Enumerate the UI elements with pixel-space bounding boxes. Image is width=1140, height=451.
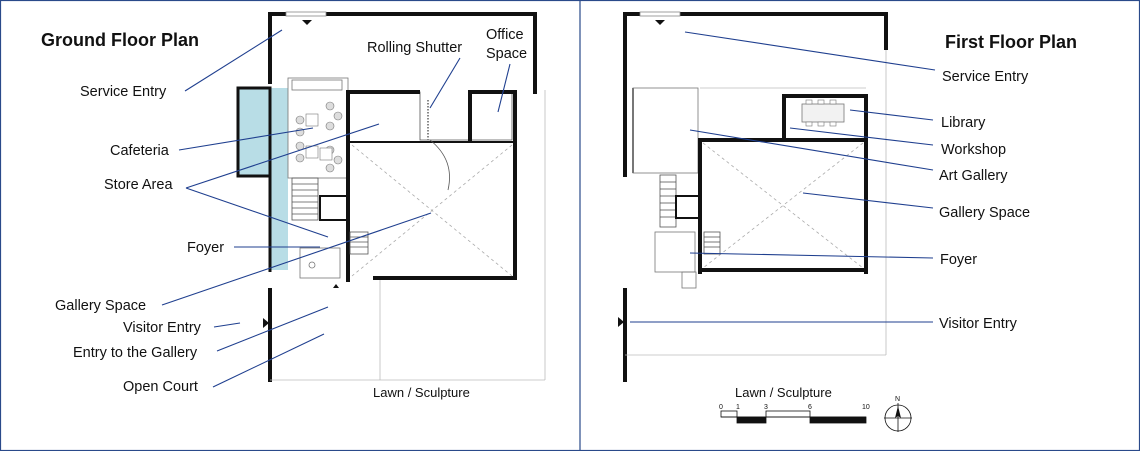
ff-service-entry-arrow-icon (655, 20, 665, 25)
ff-library-table (801, 103, 845, 123)
gf-visitor-entry-arrow-icon (263, 318, 269, 328)
ff-label-lawn: Lawn / Sculpture (735, 385, 832, 400)
ff-label-art-gallery: Art Gallery (939, 168, 1008, 184)
gf-restroom (299, 247, 341, 279)
gf-title: Ground Floor Plan (41, 30, 199, 50)
scale-seg-3 (809, 416, 867, 424)
gf-leader-store-area-b (185, 187, 329, 238)
gf-label-open-court: Open Court (123, 379, 198, 395)
gf-label-visitor-entry: Visitor Entry (123, 320, 202, 336)
gf-label-entry-gallery: Entry to the Gallery (73, 345, 198, 361)
ff-leader-art-gallery (689, 129, 934, 171)
gf-label-office-1: Office (486, 27, 524, 43)
scale-bar: 0 1 3 6 10 (719, 404, 870, 424)
ff-landing (681, 271, 697, 289)
gf-leader-visitor-entry (213, 322, 241, 328)
gf-gallery-entry-arrow-icon (333, 284, 339, 288)
gf-foyer-box (319, 195, 349, 221)
scale-tick-4: 10 (862, 404, 870, 411)
ff-label-visitor-entry: Visitor Entry (939, 316, 1018, 332)
ff-art-gallery-room (632, 87, 699, 174)
gf-leader-entry-gallery (216, 306, 329, 352)
gf-tables (295, 101, 343, 173)
ground-floor-plan: Ground Floor Plan Service Entry Cafeteri… (41, 11, 546, 400)
ff-library-chairs (805, 99, 837, 127)
gf-service-entry-arrow-icon (302, 20, 312, 25)
ff-leader-gallery-space (802, 192, 934, 209)
ff-visitor-entry-arrow-icon (618, 317, 624, 327)
gf-service-door (285, 11, 327, 17)
ff-title: First Floor Plan (945, 32, 1077, 52)
scale-tick-1: 1 (736, 404, 740, 411)
gf-leader-gallery-space (161, 212, 432, 306)
ff-foyer-box (675, 195, 701, 219)
gf-label-foyer: Foyer (187, 240, 224, 256)
gf-label-store-area: Store Area (104, 177, 173, 193)
gf-leader-office (497, 63, 511, 113)
gf-leader-rolling-shutter (429, 57, 461, 109)
gf-foyer-steps (349, 231, 369, 255)
scale-tick-0: 0 (719, 404, 723, 411)
ff-label-service-entry: Service Entry (942, 69, 1029, 85)
ff-gallery-diag-a (702, 142, 864, 269)
gf-leader-service-entry (184, 29, 283, 92)
ff-leader-foyer (689, 252, 934, 259)
ff-gallery-diag-b (702, 142, 864, 269)
scale-tick-2: 3 (764, 404, 768, 411)
gf-label-office-2: Space (486, 46, 527, 62)
scale-seg-2 (765, 410, 811, 418)
ff-label-foyer: Foyer (940, 252, 977, 268)
gf-door-swing (429, 139, 450, 191)
ff-label-library: Library (941, 115, 986, 131)
gf-label-cafeteria: Cafeteria (110, 143, 170, 159)
gf-label-rolling-shutter: Rolling Shutter (367, 40, 462, 56)
north-label: N (895, 396, 900, 403)
north-pointer-icon (895, 406, 901, 418)
gf-label-lawn: Lawn / Sculpture (373, 385, 470, 400)
gf-water-channel (238, 88, 288, 270)
ff-leader-library (849, 109, 934, 121)
ff-service-door (639, 11, 681, 17)
gf-fixture (308, 261, 316, 269)
ff-label-workshop: Workshop (941, 142, 1006, 158)
scale-seg-1 (736, 416, 767, 424)
scale-tick-3: 6 (808, 404, 812, 411)
gf-label-gallery-space: Gallery Space (55, 298, 146, 314)
gf-label-service-entry: Service Entry (80, 84, 167, 100)
gf-leader-open-court (212, 333, 325, 388)
ff-leader-service-entry (684, 31, 936, 71)
scale-seg-0 (720, 410, 738, 418)
gf-counter (291, 79, 343, 91)
ff-stair (659, 174, 677, 228)
gf-leader-cafeteria (178, 127, 314, 151)
north-arrow: N (884, 396, 912, 432)
gf-leader-store-area-a (185, 123, 380, 189)
ff-restroom (654, 231, 696, 273)
first-floor-plan: First Floor Plan Service Entry Library W… (618, 11, 1077, 400)
gf-store-wall (348, 91, 513, 141)
gf-gallery-diag-b (351, 144, 513, 277)
gf-stair (291, 177, 319, 221)
ff-foyer-steps (703, 231, 721, 255)
ff-label-gallery-space: Gallery Space (939, 205, 1030, 221)
ff-leader-workshop (789, 127, 934, 146)
